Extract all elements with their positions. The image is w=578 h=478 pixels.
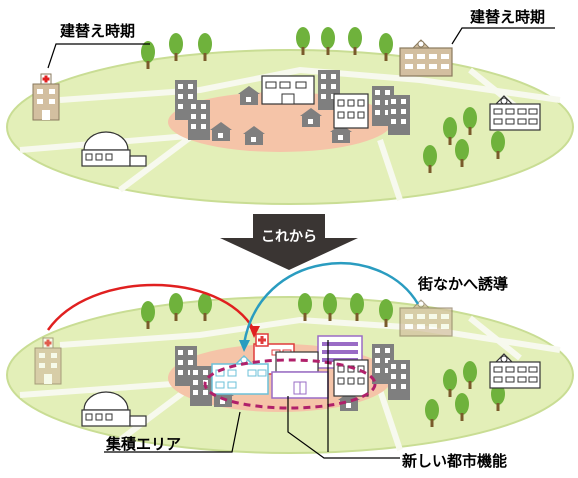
- cluster-callout: 集積エリア: [104, 411, 241, 453]
- school-move-arrow: [239, 262, 420, 352]
- top-right-callout: 建替え時期: [451, 8, 555, 45]
- top-left-callout: 建替え時期: [47, 22, 150, 69]
- top-white-building: [261, 75, 369, 129]
- faded-school: [399, 299, 453, 337]
- new-function-callout: 新しい都市機能: [287, 340, 507, 470]
- top-road: [59, 66, 561, 103]
- label-arrow: これから: [261, 229, 317, 245]
- top-town-map: 建替え時期 建替え時期: [6, 8, 574, 205]
- bottom-town-map: 街なかへ誘導 集積エリア 新しい都市機能: [6, 262, 574, 470]
- transition-arrow: これから: [220, 214, 358, 270]
- label-new-function: 新しい都市機能: [402, 452, 507, 470]
- label-replace-right: 建替え時期: [470, 8, 545, 26]
- label-replace-left: 建替え時期: [60, 22, 135, 40]
- hospital-move-arrow: [46, 283, 260, 338]
- cluster-area-outline: [203, 358, 377, 410]
- top-right-school-old: [399, 39, 453, 77]
- label-guide: 街なかへ誘導: [417, 275, 508, 293]
- top-left-hospital: [32, 73, 60, 121]
- label-cluster: 集積エリア: [105, 435, 181, 453]
